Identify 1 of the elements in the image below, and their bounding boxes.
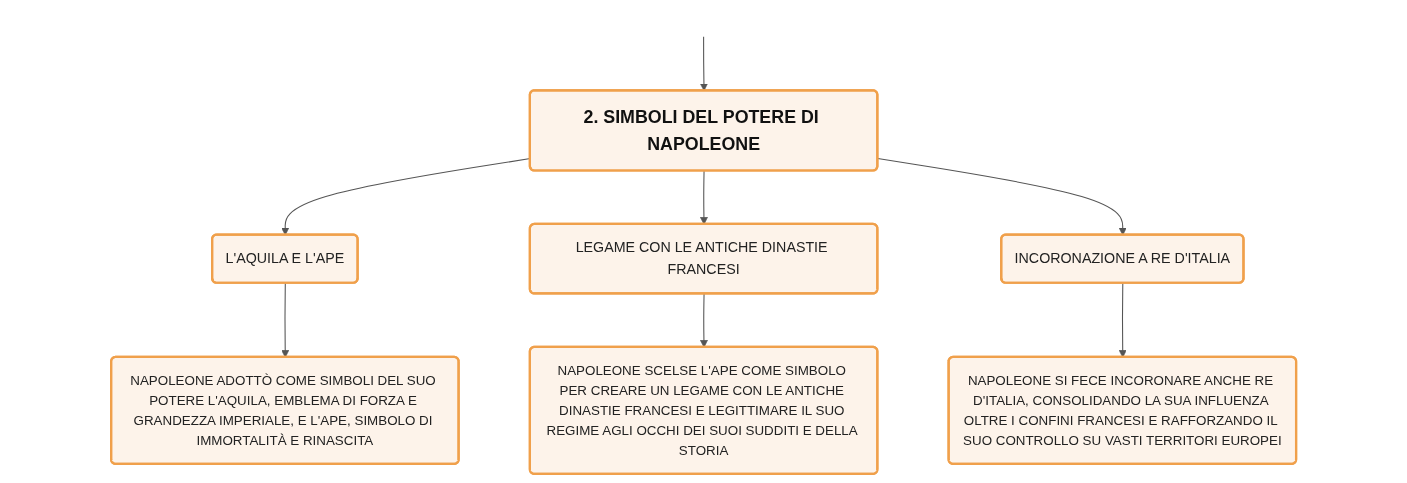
arrow <box>877 157 1127 235</box>
